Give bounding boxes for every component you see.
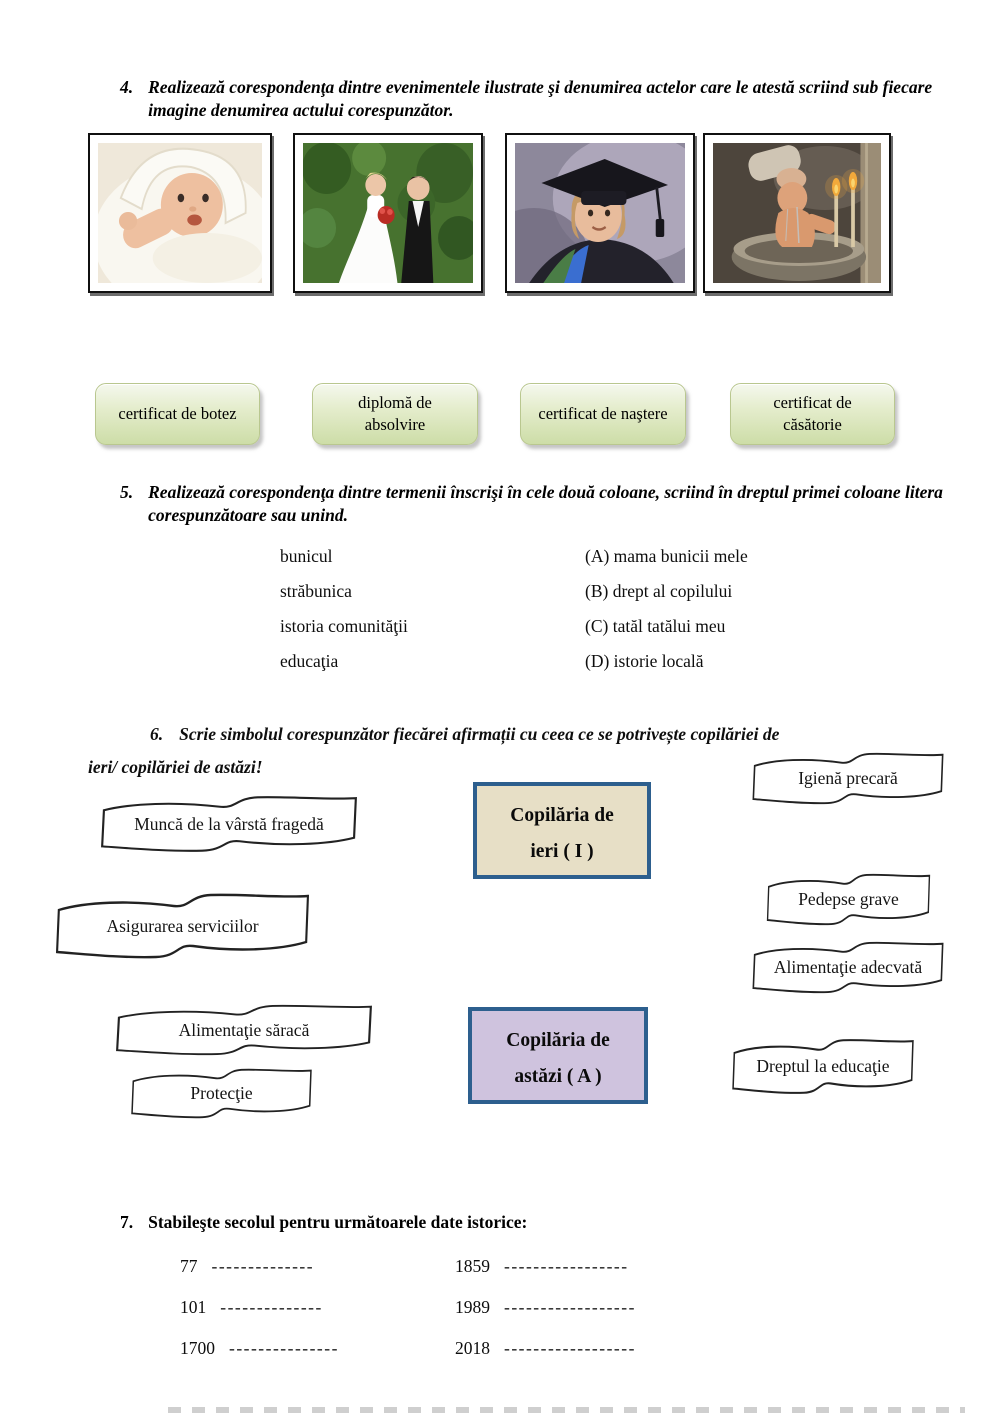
question-7-number: 7. [120, 1212, 134, 1232]
banner-protectie: Protecţie [127, 1066, 316, 1121]
category-box-line2: ieri ( I ) [530, 841, 594, 863]
match-option: (C) tatăl tatălui meu [585, 616, 726, 636]
matching-columns: bunicul (A) mama bunicii mele străbunica… [280, 546, 748, 686]
match-option: (B) drept al copilului [585, 581, 733, 601]
date-value: 101 [180, 1297, 207, 1317]
date-item: 77 -------------- [180, 1256, 455, 1297]
ribbon-shape [116, 1004, 372, 1056]
banner-igiena-precara: Igienă precară [748, 750, 948, 807]
match-option: (A) mama bunicii mele [585, 546, 748, 566]
question-5-text: Realizează corespondenţa dintre termenii… [148, 482, 943, 526]
match-term: educaţia [280, 651, 339, 671]
banner-label: Protecţie [190, 1083, 253, 1103]
date-value: 77 [180, 1256, 198, 1276]
question-4-text: Realizează corespondenţa dintre evenimen… [148, 77, 933, 121]
banner-label: Dreptul la educaţie [756, 1056, 890, 1076]
question-6-text-line1: Scrie simbolul corespunzător fiecărei af… [179, 724, 780, 744]
ribbon-shape [55, 893, 310, 959]
question-4-heading: 4. Realizează corespondenţa dintre eveni… [120, 76, 958, 123]
banner-label: Alimentaţie săracă [178, 1019, 310, 1040]
question-5-number: 5. [120, 482, 134, 502]
category-box-line2: astăzi ( A ) [514, 1066, 602, 1088]
banner-alimentatie-saraca: Alimentaţie săracă [110, 1002, 378, 1058]
baby-photo-image [98, 143, 262, 283]
ribbon-shape [752, 752, 944, 805]
banner-asigurarea-serviciilor: Asigurarea serviciilor [50, 890, 315, 962]
match-row: istoria comunităţii (C) tatăl tatălui me… [280, 616, 748, 651]
match-term: bunicul [280, 546, 333, 566]
match-option: (D) istorie locală [585, 651, 704, 671]
answer-dashes: ------------------ [504, 1297, 636, 1317]
certificate-button-botez[interactable]: certificat de botez [95, 383, 260, 445]
photo-frame-graduation [505, 133, 695, 293]
question-5-heading: 5. Realizează corespondenţa dintre terme… [120, 481, 965, 528]
answer-dashes: -------------- [220, 1297, 323, 1317]
certificate-button-nastere[interactable]: certificat de naştere [520, 383, 686, 445]
match-row: educaţia (D) istorie locală [280, 651, 748, 686]
certificate-button-casatorie[interactable]: certificat de căsătorie [730, 383, 895, 445]
question-6-heading: 6. Scrie simbolul corespunzător fiecărei… [150, 724, 779, 745]
photo-frame-baptism [703, 133, 891, 293]
date-item: 1700 --------------- [180, 1338, 455, 1379]
answer-dashes: -------------- [211, 1256, 315, 1276]
banner-label: Muncă de la vârstă fragedă [134, 813, 324, 834]
date-row: 1700 --------------- 2018 --------------… [180, 1338, 636, 1379]
category-box-copilaria-de-astazi: Copilăria de astăzi ( A ) [468, 1007, 648, 1104]
answer-dashes: --------------- [229, 1338, 339, 1358]
photo-frame-baby [88, 133, 272, 293]
baptism-photo-image [713, 143, 881, 283]
certificate-button-label: certificat de naştere [538, 403, 668, 423]
question-6-text-line2: ieri/ copilăriei de astăzi! [88, 757, 263, 777]
banner-munca-copii: Muncă de la vârstă fragedă [95, 793, 363, 855]
question-7-heading: 7. Stabileşte secolul pentru următoarele… [120, 1211, 820, 1234]
date-item: 2018 ------------------ [455, 1338, 636, 1379]
historical-dates: 77 -------------- 1859 -----------------… [180, 1256, 636, 1379]
banner-alimentatie-adecvata: Alimentaţie adecvată [748, 939, 948, 996]
certificate-button-label: diplomă de absolvire [358, 392, 432, 434]
ribbon-shape [131, 1068, 312, 1119]
banner-label: Igienă precară [798, 768, 898, 788]
graduation-photo-image [515, 143, 685, 283]
banner-dreptul-la-educatie: Dreptul la educaţie [728, 1036, 918, 1097]
banner-pedepse-grave: Pedepse grave [763, 871, 934, 928]
banner-label: Pedepse grave [798, 889, 899, 909]
answer-dashes: ------------------ [504, 1338, 636, 1358]
question-7-text: Stabileşte secolul pentru următoarele da… [148, 1212, 528, 1232]
ribbon-shape [732, 1039, 914, 1094]
question-4-number: 4. [120, 77, 134, 97]
cutoff-text-line [168, 1407, 965, 1413]
date-row: 77 -------------- 1859 ----------------- [180, 1256, 636, 1297]
date-value: 1989 [455, 1297, 490, 1317]
match-term: străbunica [280, 581, 352, 601]
date-row: 101 -------------- 1989 ----------------… [180, 1297, 636, 1338]
date-item: 1989 ------------------ [455, 1297, 636, 1338]
match-row: bunicul (A) mama bunicii mele [280, 546, 748, 581]
certificate-button-label: certificat de botez [118, 403, 237, 423]
category-box-line1: Copilăria de [506, 1030, 610, 1051]
certificate-button-absolvire[interactable]: diplomă de absolvire [312, 383, 478, 445]
date-value: 1859 [455, 1256, 490, 1276]
certificate-button-label: certificat de căsătorie [773, 392, 852, 434]
photo-frame-wedding [293, 133, 483, 293]
match-term: istoria comunităţii [280, 616, 408, 636]
ribbon-shape [766, 873, 931, 926]
date-value: 1700 [180, 1338, 215, 1358]
date-value: 2018 [455, 1338, 490, 1358]
wedding-photo-image [303, 143, 473, 283]
ribbon-shape [101, 796, 357, 852]
date-item: 101 -------------- [180, 1297, 455, 1338]
answer-dashes: ----------------- [504, 1256, 629, 1276]
match-row: străbunica (B) drept al copilului [280, 581, 748, 616]
banner-label: Alimentaţie adecvată [773, 957, 923, 977]
ribbon-shape [752, 941, 944, 994]
date-item: 1859 ----------------- [455, 1256, 629, 1297]
question-6-number: 6. [150, 724, 164, 744]
category-box-line1: Copilăria de [510, 805, 614, 826]
category-box-copilaria-de-ieri: Copilăria de ieri ( I ) [473, 782, 651, 879]
banner-label: Asigurarea serviciilor [106, 915, 259, 936]
